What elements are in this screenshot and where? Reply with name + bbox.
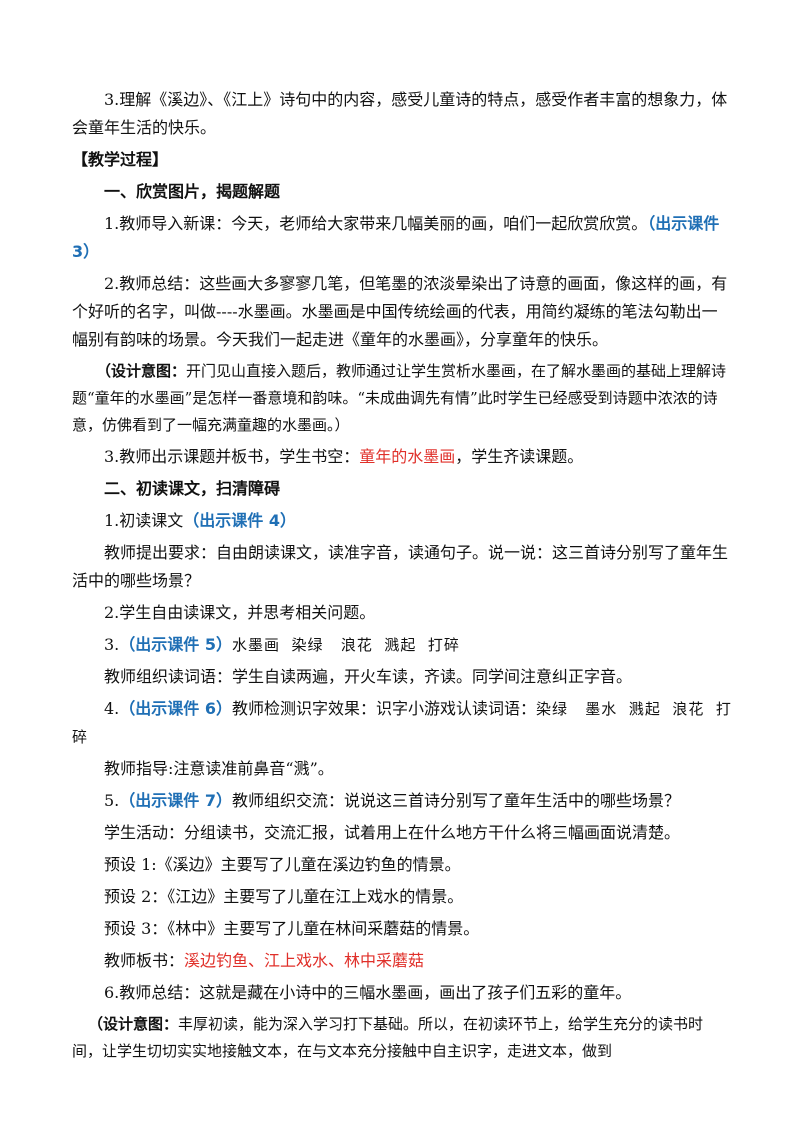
section-2-title: 二、初读课文，扫清障碍 [104, 479, 281, 498]
step-2-1-requirement: 教师提出要求：自由朗读课文，读准字音，读通句子。说一说：这三首诗分别写了童年生活… [72, 543, 729, 590]
student-activity: 学生活动：分组读书，交流汇报，试着用上在什么地方干什么将三幅画面说清楚。 [104, 823, 681, 842]
step-2-4-text: 教师检测识字效果：识字小游戏认读词语： [231, 699, 536, 718]
step-2-6: 6.教师总结：这就是藏在小诗中的三幅水墨画，画出了孩子们五彩的童年。 [104, 983, 632, 1002]
step-2-5-text: 教师组织交流：说说这三首诗分别写了童年生活中的哪些场景？ [231, 791, 680, 810]
step-2-5: 5.（出示课件 7）教师组织交流：说说这三首诗分别写了童年生活中的哪些场景？ [72, 787, 732, 815]
courseware-tag-3: （出示课件 3） [72, 214, 720, 261]
courseware-tag-5: （出示课件 5） [119, 635, 232, 654]
step-2-3: 3.（出示课件 5）水墨画 染绿 浪花 溅起 打碎 [72, 631, 732, 659]
step-1-1-text: 1.教师导入新课：今天，老师给大家带来几幅美丽的画，咱们一起欣赏欣赏。 [104, 214, 648, 233]
preset-3: 预设 3：《林中》主要写了儿童在林间采蘑菇的情景。 [104, 919, 480, 938]
step-1-3-post: ，学生齐读课题。 [455, 447, 584, 466]
step-1-3-pre: 3.教师出示课题并板书，学生书空： [104, 447, 360, 466]
design-intent-1: （设计意图：开门见山直接入题后，教师通过让学生赏析水墨画，在了解水墨画的基础上理… [72, 358, 732, 439]
vocab-list-5: 水墨画 染绿 浪花 溅起 打碎 [231, 636, 460, 654]
step-2-3-num: 3. [104, 635, 120, 654]
heading-teaching-process: 【教学过程】 [72, 150, 169, 169]
objective-3: 3.理解《溪边》、《江上》诗句中的内容，感受儿童诗的特点，感受作者丰富的想象力，… [72, 90, 728, 137]
step-1-1: 1.教师导入新课：今天，老师给大家带来几幅美丽的画，咱们一起欣赏欣赏。（出示课件… [72, 210, 732, 266]
courseware-tag-4: （出示课件 4） [183, 511, 296, 530]
board-label: 教师板书： [104, 951, 185, 970]
section-1-title: 一、欣赏图片，揭题解题 [104, 182, 281, 201]
step-2-1-text: 1.初读课文 [104, 511, 184, 530]
preset-2: 预设 2：《江边》主要写了儿童在江上戏水的情景。 [104, 887, 464, 906]
board-title-red: 童年的水墨画 [359, 447, 456, 466]
step-2-2: 2.学生自由读课文，并思考相关问题。 [104, 603, 376, 622]
step-2-4: 4.（出示课件 6）教师检测识字效果：识字小游戏认读词语：染绿 墨水 溅起 浪花… [72, 695, 732, 751]
courseware-tag-6: （出示课件 6） [119, 699, 232, 718]
courseware-tag-7: （出示课件 7） [119, 791, 232, 810]
step-2-4-num: 4. [104, 699, 120, 718]
step-1-2: 2.教师总结：这些画大多寥寥几笔，但笔墨的浓淡晕染出了诗意的画面，像这样的画，有… [72, 274, 728, 349]
design-intent-2-label: （设计意图： [88, 1015, 179, 1033]
design-intent-2: （设计意图：丰厚初读，能为深入学习打下基础。所以，在初读环节上，给学生充分的读书… [72, 1011, 732, 1065]
document-page: 3.理解《溪边》、《江上》诗句中的内容，感受儿童诗的特点，感受作者丰富的想象力，… [72, 86, 732, 1069]
design-intent-text: 开门见山直接入题后，教师通过让学生赏析水墨画，在了解水墨画的基础上理解诗题“童年… [72, 362, 727, 434]
step-2-1: 1.初读课文（出示课件 4） [72, 507, 732, 535]
design-intent-2-text: 丰厚初读，能为深入学习打下基础。所以，在初读环节上，给学生充分的读书时间，让学生… [72, 1015, 704, 1060]
step-2-5-num: 5. [104, 791, 120, 810]
step-1-3: 3.教师出示课题并板书，学生书空：童年的水墨画，学生齐读课题。 [72, 443, 732, 471]
preset-1: 预设 1:《溪边》主要写了儿童在溪边钓鱼的情景。 [104, 855, 461, 874]
teacher-board: 教师板书：溪边钓鱼、江上戏水、林中采蘑菇 [72, 947, 732, 975]
design-intent-label: （设计意图： [96, 362, 187, 380]
board-content-red: 溪边钓鱼、江上戏水、林中采蘑菇 [184, 951, 425, 970]
vocab-list-6: 染绿 墨水 溅起 浪花 打碎 [72, 700, 732, 746]
step-2-4-guide: 教师指导:注意读准前鼻音“溅”。 [104, 759, 334, 778]
step-2-3-organize: 教师组织读词语：学生自读两遍，开火车读，齐读。同学间注意纠正字音。 [104, 667, 633, 686]
